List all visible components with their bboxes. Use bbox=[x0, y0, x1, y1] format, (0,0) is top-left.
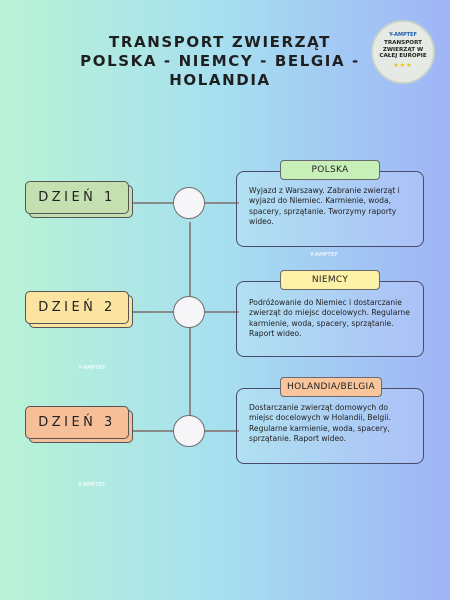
title-line-1: TRANSPORT ZWIERZĄT bbox=[109, 33, 331, 51]
day-3-label: DZIEŃ 3 bbox=[25, 406, 133, 443]
company-badge: Y-AMPTEF TRANSPORT ZWIERZĄT W CAŁEJ EURO… bbox=[371, 20, 435, 84]
day-2-label: DZIEŃ 2 bbox=[25, 291, 133, 328]
watermark-2: Y-AMPTEF bbox=[78, 365, 106, 371]
timeline-node-1 bbox=[173, 187, 205, 219]
title-line-2: POLSKA - NIEMCY - BELGIA - bbox=[80, 52, 360, 70]
day-3-text: DZIEŃ 3 bbox=[25, 406, 129, 439]
day-1-label: DZIEŃ 1 bbox=[25, 181, 133, 218]
country-pill-germany: NIEMCY bbox=[280, 270, 380, 290]
company-logo: Y-AMPTEF bbox=[389, 32, 417, 38]
page-title: TRANSPORT ZWIERZĄT POLSKA - NIEMCY - BEL… bbox=[70, 33, 370, 90]
stage-3-description: Dostarczanie zwierząt domowych do miejsc… bbox=[249, 403, 391, 444]
star-icons: ★★★ bbox=[393, 61, 413, 69]
stage-card-germany: Podróżowanie do Niemiec i dostarczanie z… bbox=[236, 281, 424, 357]
watermark-1: Y-AMPTEF bbox=[310, 252, 338, 258]
timeline-node-2 bbox=[173, 296, 205, 328]
stage-card-poland: Wyjazd z Warszawy. Zabranie zwierząt i w… bbox=[236, 171, 424, 247]
badge-text: TRANSPORT ZWIERZĄT W CAŁEJ EUROPIE bbox=[379, 40, 427, 59]
day-1-text: DZIEŃ 1 bbox=[25, 181, 129, 214]
country-pill-netherlands-belgium: HOLANDIA/BELGIA bbox=[280, 377, 382, 397]
title-line-3: HOLANDIA bbox=[169, 71, 271, 89]
day-2-text: DZIEŃ 2 bbox=[25, 291, 129, 324]
timeline-node-3 bbox=[173, 415, 205, 447]
stage-2-description: Podróżowanie do Niemiec i dostarczanie z… bbox=[249, 298, 410, 339]
stage-1-description: Wyjazd z Warszawy. Zabranie zwierząt i w… bbox=[249, 186, 400, 227]
stage-card-netherlands-belgium: Dostarczanie zwierząt domowych do miejsc… bbox=[236, 388, 424, 464]
watermark-3: Y-AMPTEF bbox=[78, 482, 106, 488]
country-pill-poland: POLSKA bbox=[280, 160, 380, 180]
